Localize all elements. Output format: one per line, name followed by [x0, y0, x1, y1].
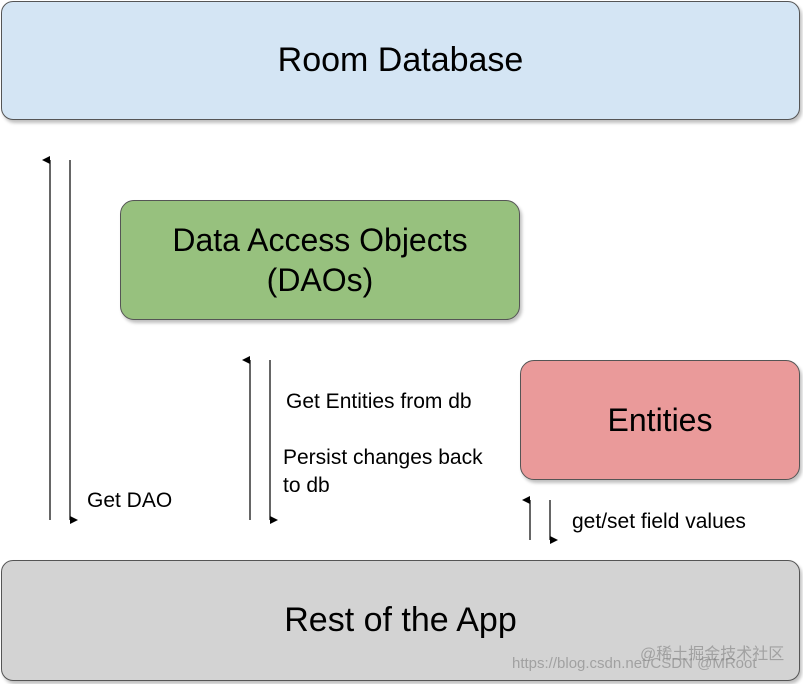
room-database-box: Room Database [1, 1, 800, 120]
rest-of-app-box: Rest of the App [1, 560, 800, 681]
watermark-bottom: https://blog.csdn.net/CSDN @MRoot [512, 655, 757, 672]
persist-changes-label: Persist changes back to db [283, 444, 483, 500]
get-entities-label: Get Entities from db [286, 390, 472, 413]
dao-label: Data Access Objects (DAOs) [172, 220, 467, 300]
persist-changes-line1: Persist changes back [283, 446, 483, 469]
dao-box: Data Access Objects (DAOs) [120, 200, 520, 320]
dao-label-line2: (DAOs) [266, 262, 374, 298]
persist-changes-line2: to db [283, 474, 330, 497]
rest-of-app-label: Rest of the App [284, 601, 517, 639]
entities-box: Entities [520, 360, 800, 480]
room-database-label: Room Database [277, 41, 524, 79]
entities-label: Entities [607, 401, 713, 438]
field-values-label: get/set field values [572, 510, 746, 533]
dao-label-line1: Data Access Objects [172, 222, 468, 258]
get-dao-label: Get DAO [87, 489, 173, 512]
watermark-top: @稀土掘金技术社区 [640, 646, 785, 663]
